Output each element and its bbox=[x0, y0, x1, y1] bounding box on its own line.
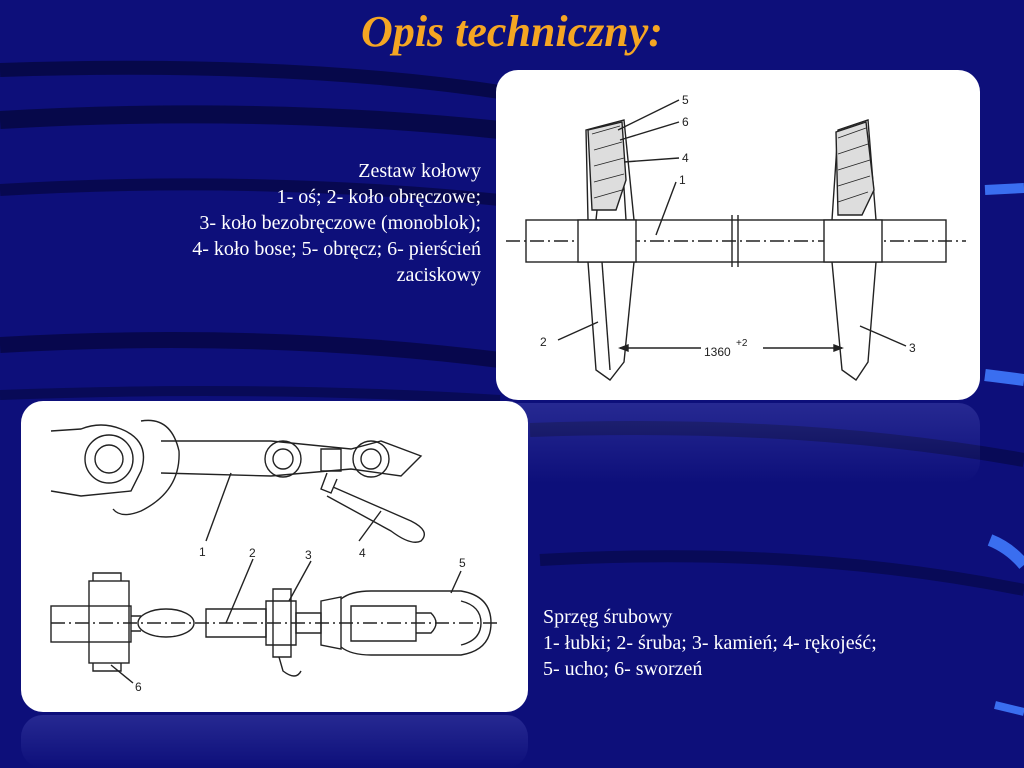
coupler-label-3: 3 bbox=[305, 548, 312, 562]
wheelset-label-3: 3 bbox=[909, 341, 916, 355]
wheelset-caption: Zestaw kołowy 1- oś; 2- koło obręczowe; … bbox=[192, 158, 481, 288]
wheelset-reflection bbox=[496, 403, 980, 483]
dimension-value: 1360 bbox=[704, 345, 731, 359]
wheelset-drawing: 5 6 4 1 2 3 1360 +2 bbox=[506, 93, 966, 381]
caption-line: Sprzęg śrubowy bbox=[543, 606, 673, 628]
coupler-label-1: 1 bbox=[199, 545, 206, 559]
caption-line: zaciskowy bbox=[396, 264, 481, 286]
caption-line: 3- koło bezobręczowe (monoblok); bbox=[199, 212, 481, 234]
caption-line: Zestaw kołowy bbox=[358, 160, 481, 182]
coupler-caption: Sprzęg śrubowy 1- łubki; 2- śruba; 3- ka… bbox=[543, 604, 877, 682]
slide-title: Opis techniczny: bbox=[361, 7, 663, 56]
coupler-reflection bbox=[21, 715, 528, 768]
coupler-label-4: 4 bbox=[359, 546, 366, 560]
dimension-tolerance: +2 bbox=[736, 338, 748, 349]
caption-line: 4- koło bose; 5- obręcz; 6- pierścień bbox=[192, 238, 481, 260]
caption-line: 5- ucho; 6- sworzeń bbox=[543, 658, 703, 680]
wheelset-label-1: 1 bbox=[679, 173, 686, 187]
coupler-label-2: 2 bbox=[249, 546, 256, 560]
wheelset-label-2: 2 bbox=[540, 335, 547, 349]
coupler-label-5: 5 bbox=[459, 556, 466, 570]
coupler-label-6: 6 bbox=[135, 680, 142, 694]
wheelset-label-6: 6 bbox=[682, 115, 689, 129]
wheelset-label-5: 5 bbox=[682, 93, 689, 107]
coupler-drawing: 1 2 3 4 5 6 bbox=[50, 419, 501, 694]
caption-line: 1- łubki; 2- śruba; 3- kamień; 4- rękoje… bbox=[543, 632, 877, 654]
caption-line: 1- oś; 2- koło obręczowe; bbox=[276, 186, 481, 208]
wheelset-label-4: 4 bbox=[682, 151, 689, 165]
coupler-drawing-panel: 1 2 3 4 5 6 bbox=[21, 401, 528, 712]
wheelset-drawing-panel: 5 6 4 1 2 3 1360 +2 bbox=[496, 70, 980, 400]
